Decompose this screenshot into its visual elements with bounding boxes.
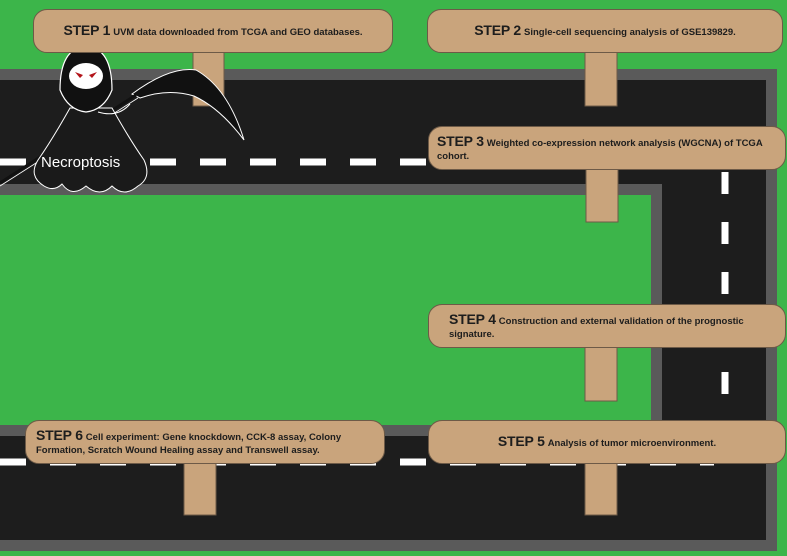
sign-post-6 bbox=[183, 459, 217, 516]
reaper-face-icon bbox=[69, 63, 103, 89]
step-1-text: UVM data downloaded from TCGA and GEO da… bbox=[113, 27, 363, 39]
step-3-text: Weighted co-expression network analysis … bbox=[437, 138, 763, 162]
step-6-number: STEP 6 bbox=[36, 427, 83, 443]
step-2-text: Single-cell sequencing analysis of GSE13… bbox=[524, 27, 736, 39]
scythe-blade-icon bbox=[131, 69, 245, 141]
step-4-number: STEP 4 bbox=[449, 311, 496, 328]
necroptosis-label: Necroptosis bbox=[41, 154, 121, 171]
sign-post-2 bbox=[584, 45, 618, 107]
sign-post-3 bbox=[585, 164, 619, 223]
step-4-text: Construction and external validation of … bbox=[449, 316, 744, 340]
step-2-number: STEP 2 bbox=[474, 22, 522, 39]
step-3-number: STEP 3 bbox=[437, 133, 484, 150]
step-5-text: Analysis of tumor microenvironment. bbox=[547, 438, 717, 450]
grim-reaper-illustration bbox=[0, 45, 245, 193]
sign-post-4 bbox=[584, 342, 618, 402]
step-1-number: STEP 1 bbox=[63, 22, 111, 39]
step-5-number: STEP 5 bbox=[497, 433, 545, 450]
reaper-eyes-icon bbox=[75, 72, 97, 78]
reaper-robe-icon bbox=[33, 107, 148, 193]
step-6-text: Cell experiment: Gene knockdown, CCK-8 a… bbox=[36, 432, 342, 456]
sign-post-5 bbox=[584, 459, 618, 516]
